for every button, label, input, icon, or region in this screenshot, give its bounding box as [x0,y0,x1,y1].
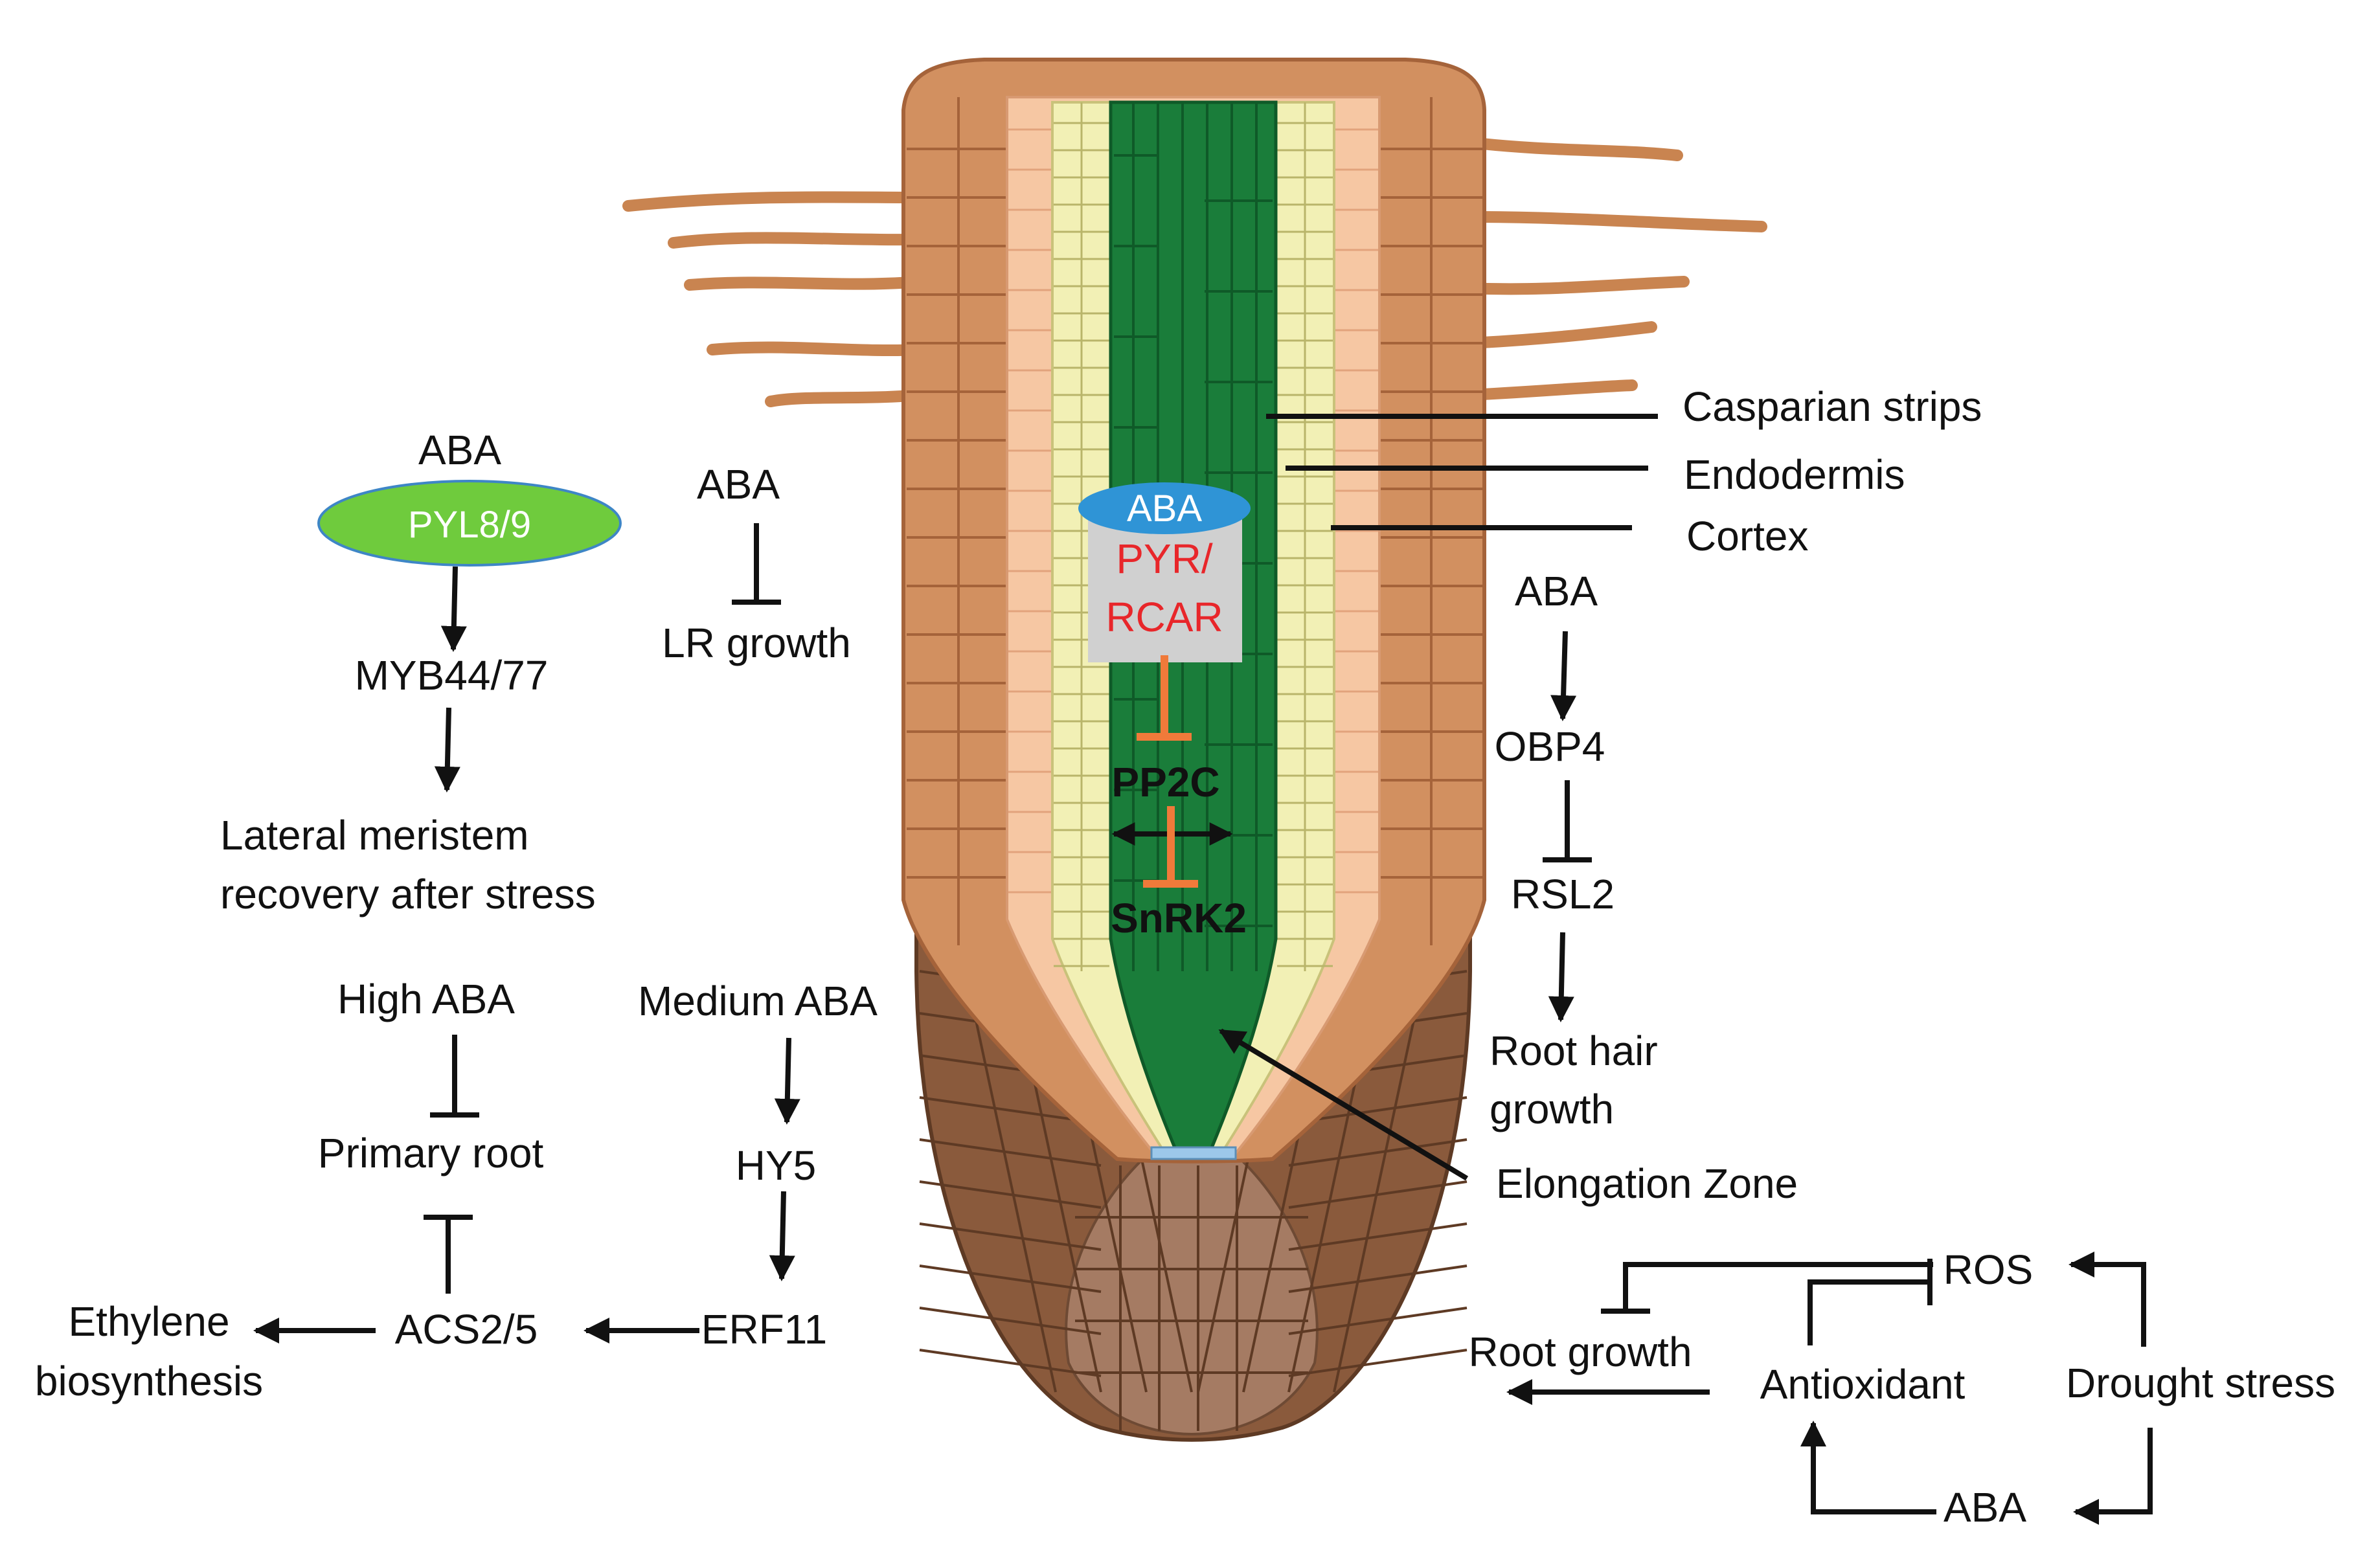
pyl-aba-label: ABA [418,427,501,473]
aba-ligand-label: ABA [1127,488,1202,530]
pp2c-label: PP2C [1111,759,1219,805]
cap-cell-wall [919,1307,1102,1335]
erf11-label: ERF11 [701,1306,827,1353]
pyl-to-myb-arrow [440,566,467,652]
primary-root-label: Primary root [318,1130,544,1176]
root-hairs [622,137,1767,407]
roothair-aba-label: ABA [1515,568,1598,614]
root-hair-pathway: ABA OBP4 RSL2 Root hair growth [1490,568,1658,1132]
root-hair-label-line2: growth [1490,1086,1614,1132]
antioxidant-inhibit-ros-line [1808,1279,1930,1345]
drought-ros-pathway: ROS Root growth Antioxidant Drought stre… [1468,1246,2335,1531]
lr-growth-label: LR growth [662,620,851,666]
pyl-label: PYL8/9 [408,504,531,546]
hy5-to-erf11-arrow [769,1191,795,1281]
cap-cell-wall [1288,1349,1468,1377]
medium-aba-to-hy5-arrow [774,1037,800,1125]
ros-label: ROS [1944,1246,2034,1293]
cap-cell-wall [1288,1307,1468,1335]
root-hair-label-line1: Root hair [1490,1028,1658,1074]
primary-root-pathway: High ABA Primary root ACS2/5 Ethylene bi… [35,976,878,1404]
root-cap-cells [919,938,1468,1431]
cap-cell-wall [1288,1180,1468,1209]
meristem-label-line2: recovery after stress [220,871,596,917]
drought-label: Drought stress [2066,1360,2335,1406]
cortex-cells [1008,128,1378,894]
cap-cell-wall [1288,1265,1468,1293]
ros-inhibit-rootgrowth-line [1623,1262,1933,1311]
casparian-label: Casparian strips [1683,383,1982,430]
obp4-label: OBP4 [1495,723,1605,770]
cap-cell-wall [919,1349,1102,1377]
cortex-label: Cortex [1686,513,1809,559]
snrk2-label: SnRK2 [1111,895,1247,941]
columella [1065,1154,1319,1436]
acs-label: ACS2/5 [395,1306,538,1353]
drought-aba-label: ABA [1944,1484,2026,1531]
rsl2-to-hair-arrow [1548,932,1574,1022]
pyr-rcar-receptor [1088,510,1242,662]
ethylene-label-line1: Ethylene [68,1298,229,1345]
lateral-meristem-pathway: ABA PYL8/9 MYB44/77 Lateral meristem rec… [220,427,622,917]
cap-cell-wall [1288,1138,1468,1167]
cap-cell-wall [919,1138,1102,1167]
aba-to-obp4-arrow [1550,631,1577,721]
cap-cell-wall [919,1180,1102,1209]
lr-growth-pathway: ABA LR growth [662,461,851,666]
elongation-label: Elongation Zone [1496,1160,1798,1207]
quiescent-center [1150,1146,1237,1160]
lr-aba-label: ABA [697,461,780,508]
hy5-label: HY5 [736,1142,817,1189]
elongation-leader [1218,1028,1469,1181]
pyr-label-line1: PYR/ [1116,535,1213,582]
rsl2-label: RSL2 [1511,871,1615,917]
aba-to-antioxidant-arrow [1800,1421,1936,1514]
ethylene-label-line2: biosynthesis [35,1358,263,1404]
drought-to-ros-arrow [2068,1252,2146,1347]
aba-ligand [1078,482,1251,534]
structure-labels: Casparian strips Endodermis Cortex Elong… [1218,383,1982,1207]
myb-to-meristem-arrow [434,707,460,793]
antioxidant-label: Antioxidant [1760,1361,1966,1408]
cap-cell-wall [919,1265,1102,1293]
core-signaling: ABA PYR/ RCAR PP2C SnRK2 [1078,482,1251,941]
myb-label: MYB44/77 [355,652,549,699]
meristem-label-line1: Lateral meristem [220,812,529,859]
endodermis-label: Endodermis [1684,451,1905,498]
pyl-receptor [317,480,622,567]
epidermis-cells [907,97,1483,945]
medium-aba-label: Medium ABA [638,978,878,1024]
high-aba-label: High ABA [337,976,515,1022]
drought-to-aba-arrow [2073,1428,2153,1525]
root-growth-label: Root growth [1468,1329,1692,1375]
cap-cell-wall [1288,1222,1468,1251]
rcar-label-line2: RCAR [1105,594,1223,640]
endodermis-cells [1054,102,1333,971]
